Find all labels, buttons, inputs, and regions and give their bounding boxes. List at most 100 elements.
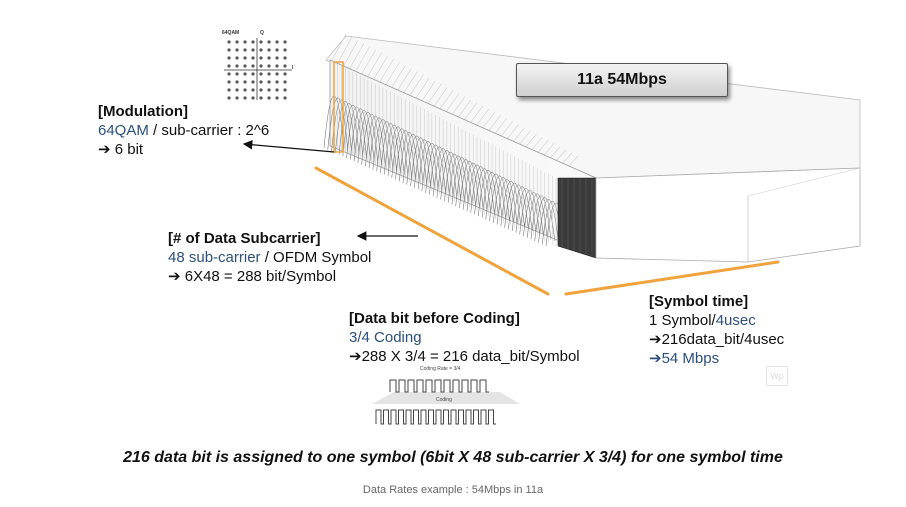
modulation-annotation: [Modulation] 64QAM / sub-carrier : 2^6 ➔… — [98, 102, 269, 159]
constellation-point — [275, 56, 279, 60]
coding-caption: Coding — [436, 397, 452, 403]
constellation-point — [259, 40, 263, 44]
symbol-time-rate: ➔54 Mbps — [649, 350, 720, 367]
constellation-point — [243, 96, 247, 100]
symbol-time-bits: ➔216data_bit/4usec — [649, 331, 785, 348]
symbol-time-line1: 1 Symbol/4usec — [649, 311, 784, 330]
constellation-point — [227, 56, 231, 60]
constellation-point — [275, 96, 279, 100]
subcarrier-per-symbol: / OFDM Symbol — [260, 249, 372, 266]
subcarrier-result: ➔ 6X48 = 288 bit/Symbol — [168, 268, 337, 285]
constellation-point — [251, 96, 255, 100]
summary-statement: 216 data bit is assigned to one symbol (… — [123, 449, 783, 466]
constellation-point — [267, 88, 271, 92]
constellation-point — [235, 80, 239, 84]
q-axis-label: Q — [260, 30, 264, 36]
coding-illustration — [372, 379, 520, 425]
constellation-point — [251, 40, 255, 44]
qam-constellation — [224, 38, 292, 100]
constellation-point — [275, 40, 279, 44]
constellation-point — [259, 72, 263, 76]
constellation-point — [235, 72, 239, 76]
modulation-bits-per-carrier: / sub-carrier : 2^6 — [148, 122, 270, 139]
constellation-point — [251, 48, 255, 52]
constellation-point — [243, 40, 247, 44]
constellation-point — [251, 88, 255, 92]
constellation-point — [275, 72, 279, 76]
constellation-point — [235, 96, 239, 100]
constellation-point — [227, 96, 231, 100]
constellation-point — [227, 72, 231, 76]
modulation-arrow — [242, 139, 335, 153]
modulation-line1: 64QAM / sub-carrier : 2^6 — [98, 121, 269, 140]
constellation-point — [267, 96, 271, 100]
symbol-time-prefix: 1 Symbol/ — [649, 312, 716, 329]
constellation-point — [275, 88, 279, 92]
constellation-point — [267, 64, 271, 68]
constellation-point — [243, 64, 247, 68]
coding-heading: [Data bit before Coding] — [349, 310, 520, 327]
symbol-time-bracket — [564, 260, 780, 296]
constellation-point — [275, 64, 279, 68]
figure-caption: Data Rates example : 54Mbps in 11a — [362, 484, 544, 496]
watermark-logo: Wp — [766, 366, 788, 386]
constellation-point — [275, 80, 279, 84]
constellation-point — [259, 64, 263, 68]
symbol-time-extension — [595, 167, 861, 263]
constellation-point — [243, 72, 247, 76]
constellation-point — [235, 56, 239, 60]
constellation-point — [243, 56, 247, 60]
constellation-point — [259, 80, 263, 84]
constellation-point — [283, 96, 287, 100]
block-top-slices — [331, 33, 579, 179]
constellation-point — [267, 80, 271, 84]
modulation-result: ➔ 6 bit — [98, 141, 144, 158]
constellation-point — [243, 88, 247, 92]
data-rate-title-badge: 11a 54Mbps — [516, 63, 728, 97]
qam-constellation-title: 64QAM — [222, 30, 240, 36]
constellation-point — [275, 48, 279, 52]
coding-rate: 3/4 Coding — [349, 329, 422, 346]
constellation-point — [227, 64, 231, 68]
constellation-point — [251, 72, 255, 76]
constellation-point — [283, 64, 287, 68]
constellation-point — [243, 48, 247, 52]
constellation-point — [227, 80, 231, 84]
symbol-time-heading: [Symbol time] — [649, 293, 749, 310]
constellation-point — [267, 72, 271, 76]
constellation-point — [251, 56, 255, 60]
constellation-point — [251, 80, 255, 84]
constellation-point — [283, 72, 287, 76]
constellation-point — [227, 40, 231, 44]
constellation-point — [243, 80, 247, 84]
coding-rate-caption: Coding Rate = 3/4 — [420, 366, 461, 372]
constellation-point — [235, 40, 239, 44]
constellation-point — [227, 48, 231, 52]
subcarrier-annotation: [# of Data Subcarrier] 48 sub-carrier / … — [168, 229, 371, 286]
constellation-point — [259, 96, 263, 100]
symbol-end-block — [557, 177, 597, 259]
modulation-scheme: 64QAM — [98, 122, 149, 139]
constellation-point — [267, 48, 271, 52]
subcarrier-span-bracket — [314, 166, 550, 296]
coding-result: ➔288 X 3/4 = 216 data_bit/Symbol — [349, 348, 580, 365]
constellation-point — [251, 64, 255, 68]
constellation-point — [259, 88, 263, 92]
constellation-point — [235, 88, 239, 92]
constellation-point — [235, 48, 239, 52]
subcarrier-line1: 48 sub-carrier / OFDM Symbol — [168, 248, 371, 267]
constellation-point — [283, 40, 287, 44]
constellation-point — [227, 88, 231, 92]
symbol-time-annotation: [Symbol time] 1 Symbol/4usec ➔216data_bi… — [649, 292, 784, 368]
i-axis-label: I — [292, 65, 294, 71]
constellation-point — [283, 48, 287, 52]
constellation-point — [283, 56, 287, 60]
subcarrier-heading: [# of Data Subcarrier] — [168, 230, 321, 247]
subcarrier-waveforms — [323, 62, 567, 247]
highlighted-subcarrier — [333, 61, 344, 153]
symbol-duration: 4usec — [715, 312, 756, 329]
constellation-point — [259, 48, 263, 52]
constellation-point — [259, 56, 263, 60]
constellation-point — [267, 40, 271, 44]
